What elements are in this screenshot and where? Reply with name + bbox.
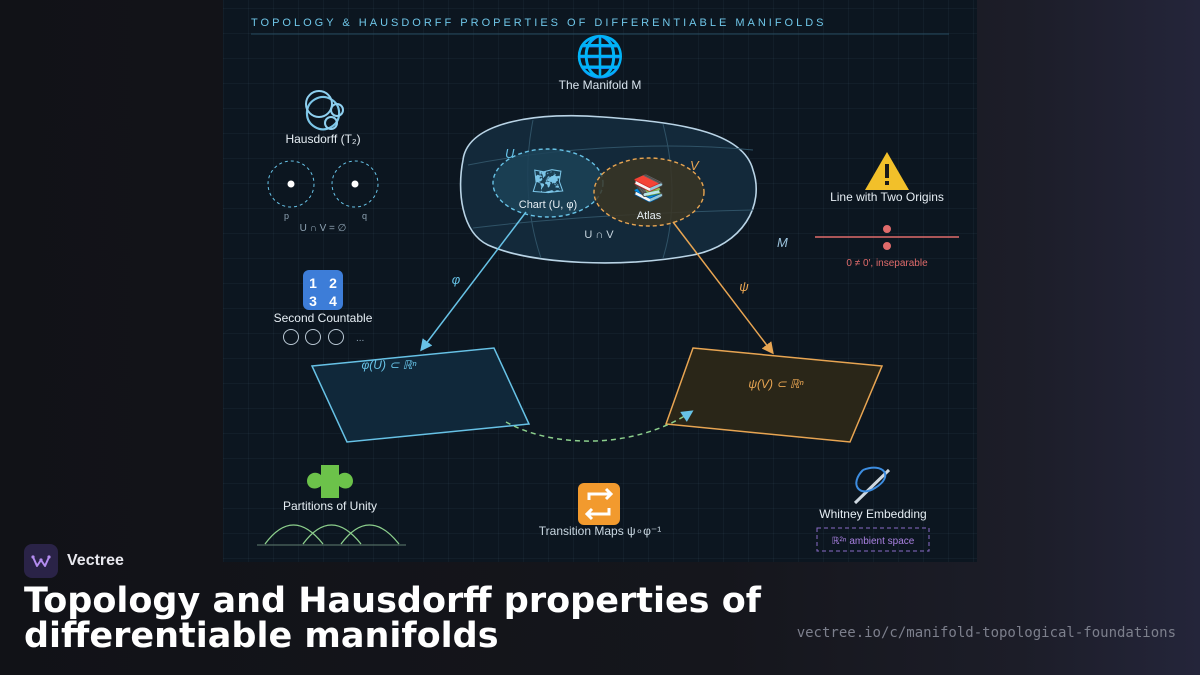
neighborhood-v <box>331 160 379 208</box>
psi-image-region <box>664 347 884 443</box>
bubble-shape <box>305 90 333 118</box>
logo-mark <box>31 555 51 567</box>
manifold-gridline <box>467 145 754 166</box>
map-icon: 🗺 <box>531 167 564 197</box>
partitions-title: Partitions of Unity <box>283 499 377 513</box>
ambient-space-label: ℝ²ⁿ ambient space <box>832 536 915 547</box>
whitney-title: Whitney Embedding <box>819 507 926 521</box>
numbers-icon-digit: 3 <box>309 293 317 309</box>
repeat-icon-arrow <box>587 487 614 501</box>
psi-arrow <box>672 221 774 355</box>
basis-circle <box>305 329 321 345</box>
phi-image-label: φ(U) ⊂ ℝⁿ <box>361 358 417 372</box>
page-title: Topology and Hausdorff properties of dif… <box>24 581 761 656</box>
repeat-icon-arrow <box>584 507 611 521</box>
bump-function <box>340 524 400 545</box>
psi-image-label: ψ(V) ⊂ ℝⁿ <box>748 377 804 391</box>
hausdorff-formula: U ∩ V = ∅ <box>300 223 347 234</box>
repeat-icon <box>578 483 620 525</box>
numbers-icon <box>303 270 343 310</box>
warning-icon-mark <box>885 164 889 178</box>
p-label: p <box>284 211 289 221</box>
origin-top <box>883 225 891 233</box>
bump-function <box>302 524 362 545</box>
numbers-icon-digit: 4 <box>329 293 337 309</box>
q-label: q <box>362 211 367 221</box>
u-label: U <box>505 146 515 161</box>
ambient-space-box <box>816 527 930 552</box>
origin-bottom <box>883 242 891 250</box>
diagram-title: TOPOLOGY & HAUSDORFF PROPERTIES OF DIFFE… <box>251 17 827 29</box>
psi-label: ψ <box>739 279 749 294</box>
transition-arrow <box>505 410 694 442</box>
basis-circle <box>328 329 344 345</box>
warning-icon-dot <box>885 181 889 185</box>
v-label: V <box>690 158 700 173</box>
diagram-panel: TOPOLOGY & HAUSDORFF PROPERTIES OF DIFFE… <box>223 0 977 562</box>
manifold-label: The Manifold M <box>559 78 642 92</box>
bubble-shape <box>324 116 338 130</box>
needle-icon <box>853 468 891 505</box>
bubble-shape <box>330 103 344 117</box>
manifold-diagram: TOPOLOGY & HAUSDORFF PROPERTIES OF DIFFE… <box>251 17 959 552</box>
numbers-icon-digit: 2 <box>329 275 337 291</box>
phi-image-region <box>310 347 531 443</box>
puzzle-icon <box>307 465 353 498</box>
bubbles-icon: ◯ <box>304 91 342 131</box>
books-icon: 📚 <box>633 174 665 204</box>
source-url[interactable]: vectree.io/c/manifold-topological-founda… <box>796 625 1176 641</box>
vectree-logo-icon <box>24 544 58 578</box>
chart-label: Chart (U, φ) <box>519 199 577 211</box>
brand-name: Vectree <box>67 552 124 569</box>
two-origins-title: Line with Two Origins <box>830 190 944 204</box>
brand: Vectree <box>24 544 124 578</box>
basis-circle <box>283 329 299 345</box>
transition-title: Transition Maps ψ∘φ⁻¹ <box>539 524 661 538</box>
neighborhood-u <box>267 160 315 208</box>
hausdorff-title: Hausdorff (T₂) <box>285 132 360 146</box>
m-label: M <box>777 235 788 250</box>
atlas-label: Atlas <box>637 210 662 222</box>
globe-icon: 🌐 <box>575 33 625 80</box>
basis-ellipsis: ... <box>356 333 364 344</box>
phi-label: φ <box>452 272 461 287</box>
point-p <box>287 180 295 188</box>
bump-function <box>264 524 324 545</box>
chart-v-region <box>593 157 705 227</box>
countable-title: Second Countable <box>274 311 373 325</box>
phi-arrow <box>420 211 527 352</box>
numbers-icon-digit: 1 <box>309 275 317 291</box>
point-q <box>351 180 359 188</box>
two-origins-note: 0 ≠ 0′, inseparable <box>846 258 928 269</box>
needle-thread <box>855 466 887 493</box>
intersection-label: U ∩ V <box>584 229 614 241</box>
